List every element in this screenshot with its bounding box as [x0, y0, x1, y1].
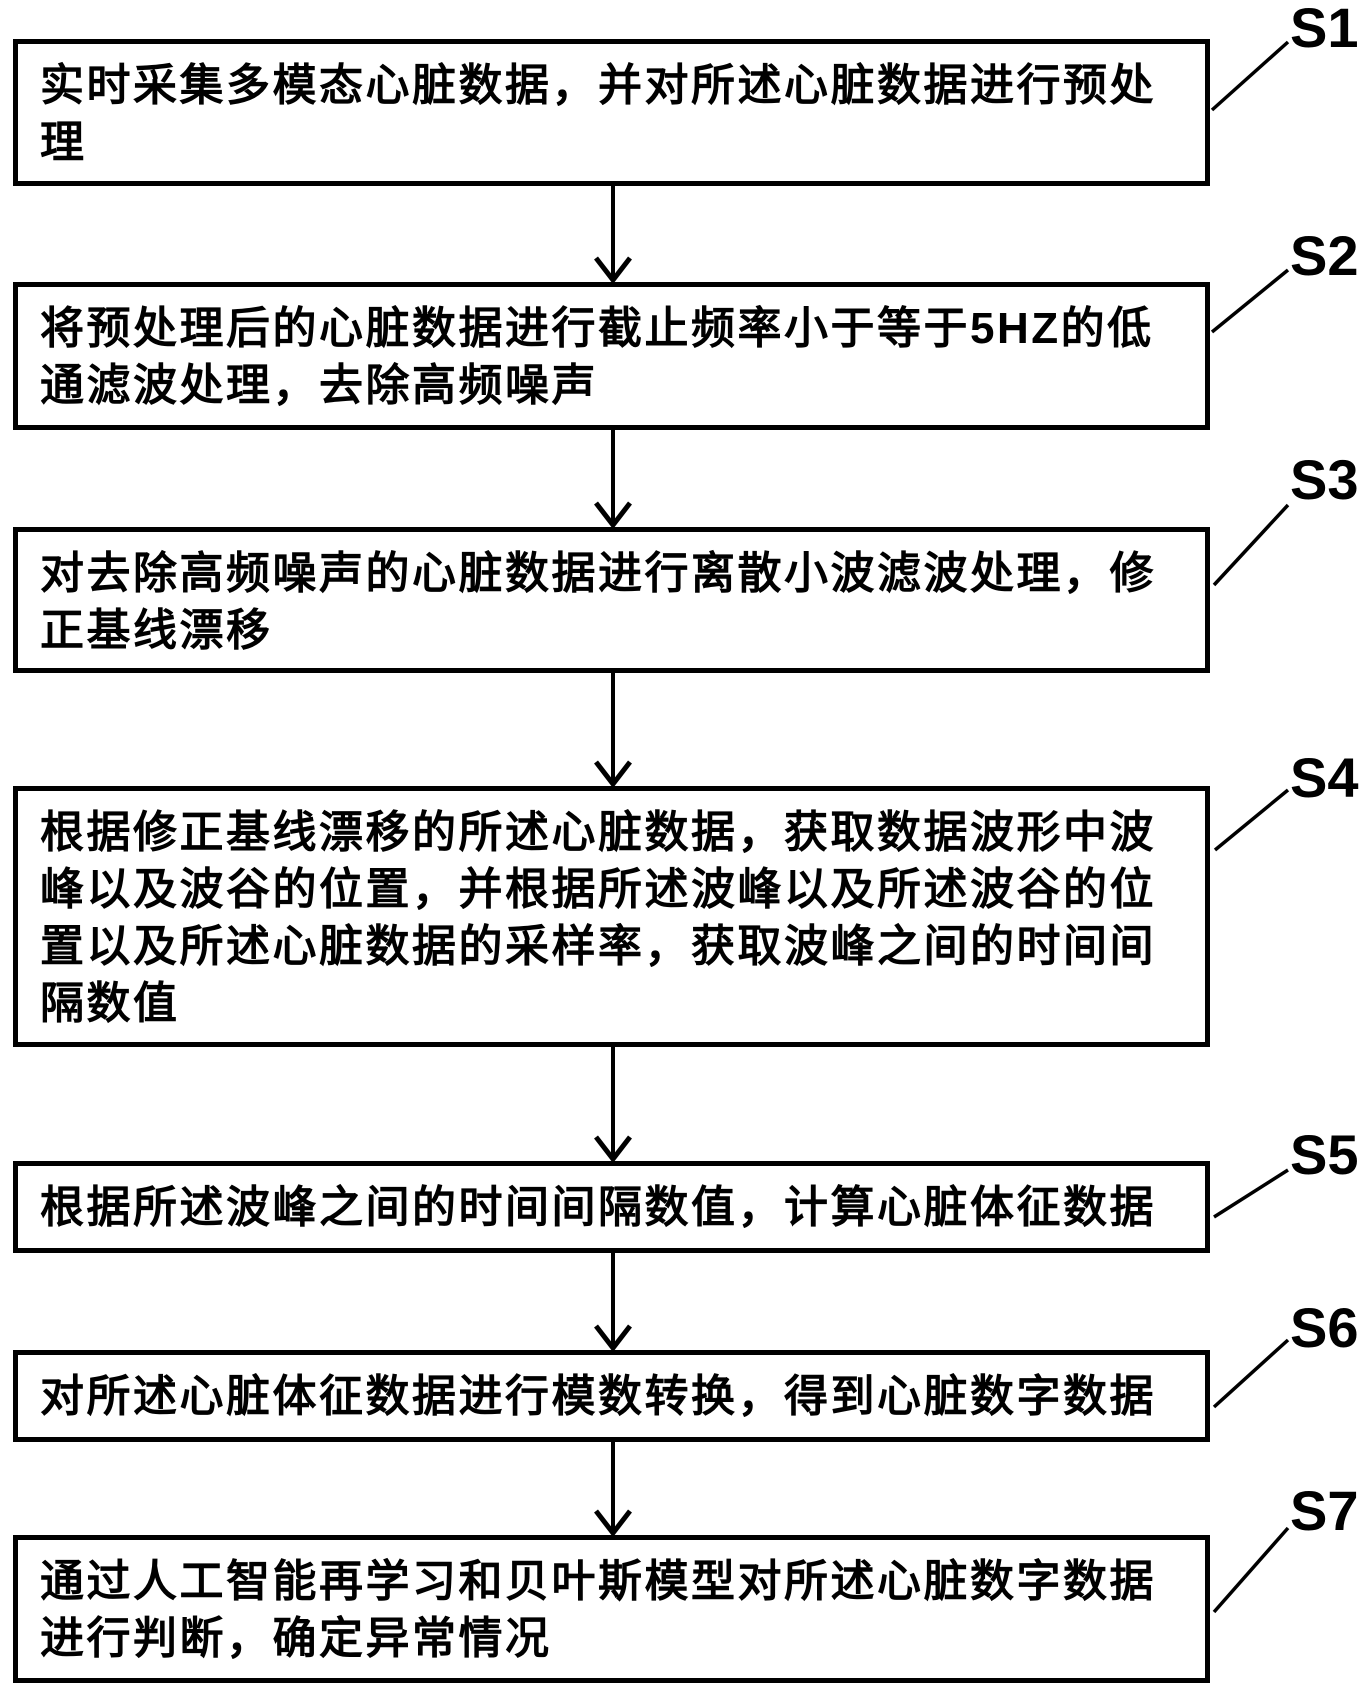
- arrow-head-s2-s3: [594, 501, 632, 530]
- step-label-s5: S5: [1290, 1123, 1359, 1186]
- step-box-s4: 根据修正基线漂移的所述心脏数据，获取数据波形中波峰以及波谷的位置，并根据所述波峰…: [13, 786, 1210, 1047]
- step-box-s2: 将预处理后的心脏数据进行截止频率小于等于5HZ的低通滤波处理，去除高频噪声: [13, 282, 1210, 430]
- step-text-s6: 对所述心脏体征数据进行模数转换，得到心脏数字数据: [40, 1372, 1156, 1421]
- leader-line-s3: [1212, 503, 1290, 587]
- leader-line-s7: [1212, 1526, 1290, 1614]
- arrow-head-s6-s7: [594, 1509, 632, 1538]
- step-box-s1: 实时采集多模态心脏数据，并对所述心脏数据进行预处理: [13, 39, 1210, 186]
- arrow-head-s1-s2: [594, 256, 632, 285]
- step-text-s5: 根据所述波峰之间的时间间隔数值，计算心脏体征数据: [40, 1183, 1156, 1232]
- leader-line-s2: [1210, 268, 1290, 334]
- leader-line-s4: [1213, 788, 1290, 852]
- leader-line-s1: [1210, 40, 1290, 112]
- step-label-s2: S2: [1290, 224, 1359, 287]
- step-label-s7: S7: [1290, 1479, 1359, 1542]
- step-label-s3: S3: [1290, 448, 1359, 511]
- leader-line-s5: [1213, 1168, 1289, 1219]
- step-label-s4: S4: [1290, 746, 1359, 809]
- step-text-s7: 通过人工智能再学习和贝叶斯模型对所述心脏数字数据进行判断，确定异常情况: [40, 1557, 1156, 1663]
- step-box-s7: 通过人工智能再学习和贝叶斯模型对所述心脏数字数据进行判断，确定异常情况: [13, 1535, 1210, 1683]
- step-label-s6: S6: [1290, 1296, 1359, 1359]
- step-text-s3: 对去除高频噪声的心脏数据进行离散小波滤波处理，修正基线漂移: [40, 549, 1156, 655]
- leader-line-s6: [1212, 1338, 1290, 1409]
- arrow-head-s5-s6: [594, 1324, 632, 1353]
- step-box-s5: 根据所述波峰之间的时间间隔数值，计算心脏体征数据: [13, 1161, 1210, 1253]
- step-label-s1: S1: [1290, 0, 1359, 59]
- step-text-s1: 实时采集多模态心脏数据，并对所述心脏数据进行预处理: [40, 61, 1156, 167]
- step-text-s2: 将预处理后的心脏数据进行截止频率小于等于5HZ的低通滤波处理，去除高频噪声: [40, 304, 1154, 410]
- step-text-s4: 根据修正基线漂移的所述心脏数据，获取数据波形中波峰以及波谷的位置，并根据所述波峰…: [40, 808, 1156, 1028]
- step-box-s3: 对去除高频噪声的心脏数据进行离散小波滤波处理，修正基线漂移: [13, 527, 1210, 673]
- step-box-s6: 对所述心脏体征数据进行模数转换，得到心脏数字数据: [13, 1350, 1210, 1442]
- arrow-head-s3-s4: [594, 760, 632, 789]
- arrow-head-s4-s5: [594, 1135, 632, 1164]
